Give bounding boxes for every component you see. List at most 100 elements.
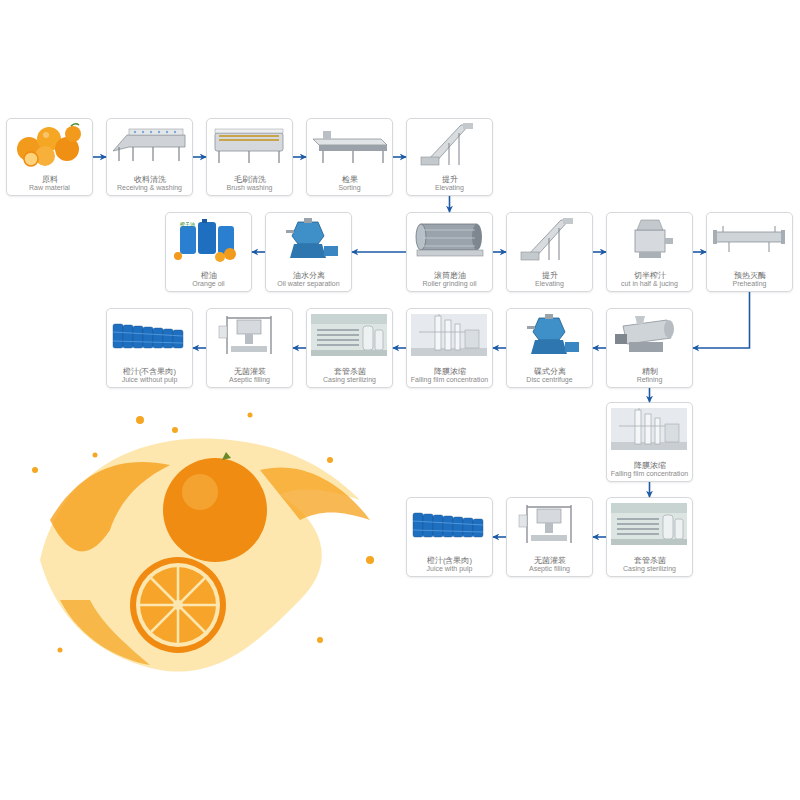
flow-arrow xyxy=(393,156,406,158)
step-name-chinese: 原料 xyxy=(42,175,58,184)
oil-barrel-picture xyxy=(174,219,236,262)
process-box: 提升Elevating xyxy=(506,212,593,292)
flow-arrow xyxy=(693,251,706,253)
flow-arrow xyxy=(593,251,606,253)
flow-arrow xyxy=(649,388,651,402)
juice-drum-picture xyxy=(113,324,183,348)
step-name-english: Aseptic filling xyxy=(229,376,270,384)
sterilizer-picture xyxy=(611,503,687,545)
process-box: 无菌灌装Aseptic filling xyxy=(206,308,293,388)
sorter-picture xyxy=(313,131,387,163)
process-box: 油水分离Oil water separation xyxy=(265,212,352,292)
step-name-english: Oil water separation xyxy=(277,280,339,288)
flow-arrow xyxy=(493,251,506,253)
step-name-english: cut in half & jucing xyxy=(621,280,678,288)
process-box: 无菌灌装Aseptic filling xyxy=(506,497,593,577)
flow-arrow xyxy=(649,482,651,497)
flow-arrow xyxy=(193,156,206,158)
process-box: 收料清洗Receiving & washing xyxy=(106,118,193,196)
step-name-chinese: 碟式分离 xyxy=(534,367,566,376)
filler-picture xyxy=(219,316,271,354)
process-box: 降膜浓缩Falling film concentration xyxy=(606,402,693,482)
flow-arrow xyxy=(449,196,451,212)
flow-arrow xyxy=(493,347,506,349)
step-name-english: Raw material xyxy=(29,184,70,192)
flow-arrow xyxy=(593,536,606,538)
flow-arrow xyxy=(593,347,606,349)
step-name-chinese: 橙汁(不含果肉) xyxy=(123,367,176,376)
juice-drops xyxy=(32,413,374,653)
whole-orange xyxy=(163,458,267,562)
process-box: 精制Refining xyxy=(606,308,693,388)
flow-arrow xyxy=(252,251,265,253)
filler-picture xyxy=(519,505,571,543)
juice-splash xyxy=(60,600,150,665)
step-name-english: Brush washing xyxy=(227,184,273,192)
flow-arrow xyxy=(493,536,506,538)
process-box: 滚筒磨油Roller grinding oil xyxy=(406,212,493,292)
separator-picture xyxy=(286,218,338,258)
brush-washer-picture xyxy=(215,129,283,163)
step-name-english: Juice with pulp xyxy=(427,565,473,573)
step-name-chinese: 提升 xyxy=(442,175,458,184)
step-name-english: Casing sterilizing xyxy=(623,565,676,573)
juice-splash xyxy=(50,462,170,551)
step-name-chinese: 精制 xyxy=(642,367,658,376)
centrifuge-picture xyxy=(527,314,579,354)
elevator-picture xyxy=(421,123,473,165)
step-name-chinese: 毛刷清洗 xyxy=(234,175,266,184)
sterilizer-picture xyxy=(311,314,387,356)
step-name-chinese: 预热灭酶 xyxy=(734,271,766,280)
orange-stem xyxy=(222,452,231,460)
step-name-english: Preheating xyxy=(733,280,767,288)
evaporator-picture xyxy=(611,408,687,450)
orange-splash-illustration xyxy=(32,413,374,672)
step-name-english: Disc centrifuge xyxy=(526,376,572,384)
step-name-chinese: 降膜浓缩 xyxy=(434,367,466,376)
refiner-picture xyxy=(615,316,674,352)
evaporator-picture xyxy=(411,314,487,356)
step-name-chinese: 油水分离 xyxy=(293,271,325,280)
process-box: 降膜浓缩Falling film concentration xyxy=(406,308,493,388)
process-box: 原料Raw material xyxy=(6,118,93,196)
step-name-english: Aseptic filling xyxy=(529,565,570,573)
flow-arrow xyxy=(352,251,406,253)
process-box: 橙汁(不含果肉)Juice without pulp xyxy=(106,308,193,388)
step-name-english: Sorting xyxy=(338,184,360,192)
step-name-chinese: 滚筒磨油 xyxy=(434,271,466,280)
juice-splash xyxy=(260,467,370,520)
step-name-chinese: 收料清洗 xyxy=(134,175,166,184)
step-name-english: Casing sterilizing xyxy=(323,376,376,384)
flow-arrow xyxy=(93,156,106,158)
flow-arrow xyxy=(393,347,406,349)
step-name-chinese: 降膜浓缩 xyxy=(634,461,666,470)
machine-pictures xyxy=(17,123,785,545)
step-name-chinese: 无菌灌装 xyxy=(534,556,566,565)
step-name-chinese: 套管杀菌 xyxy=(634,556,666,565)
process-box: 毛刷清洗Brush washing xyxy=(206,118,293,196)
step-name-chinese: 切半榨汁 xyxy=(634,271,666,280)
step-name-english: Juice without pulp xyxy=(122,376,178,384)
step-name-chinese: 检果 xyxy=(342,175,358,184)
juice-splash xyxy=(40,439,360,672)
process-box: 套管杀菌Casing sterilizing xyxy=(606,497,693,577)
process-box: 提升Elevating xyxy=(406,118,493,196)
step-name-english: Elevating xyxy=(535,280,564,288)
process-box: 橙油Orange oil xyxy=(165,212,252,292)
process-box: 碟式分离Disc centrifuge xyxy=(506,308,593,388)
orange-highlight xyxy=(182,474,218,510)
step-name-chinese: 套管杀菌 xyxy=(334,367,366,376)
flow-arrow xyxy=(193,347,206,349)
washer-picture xyxy=(113,129,185,161)
process-box: 橙汁(含果肉)Juice with pulp xyxy=(406,497,493,577)
process-box: 检果Sorting xyxy=(306,118,393,196)
step-name-english: Orange oil xyxy=(192,280,224,288)
flow-arrow xyxy=(293,347,306,349)
elevator-picture xyxy=(521,218,573,260)
step-name-chinese: 橙汁(含果肉) xyxy=(427,556,472,565)
raw-orange-picture xyxy=(17,124,81,166)
step-name-chinese: 橙油 xyxy=(201,271,217,280)
juicer-picture xyxy=(635,220,673,258)
step-name-chinese: 无菌灌装 xyxy=(234,367,266,376)
